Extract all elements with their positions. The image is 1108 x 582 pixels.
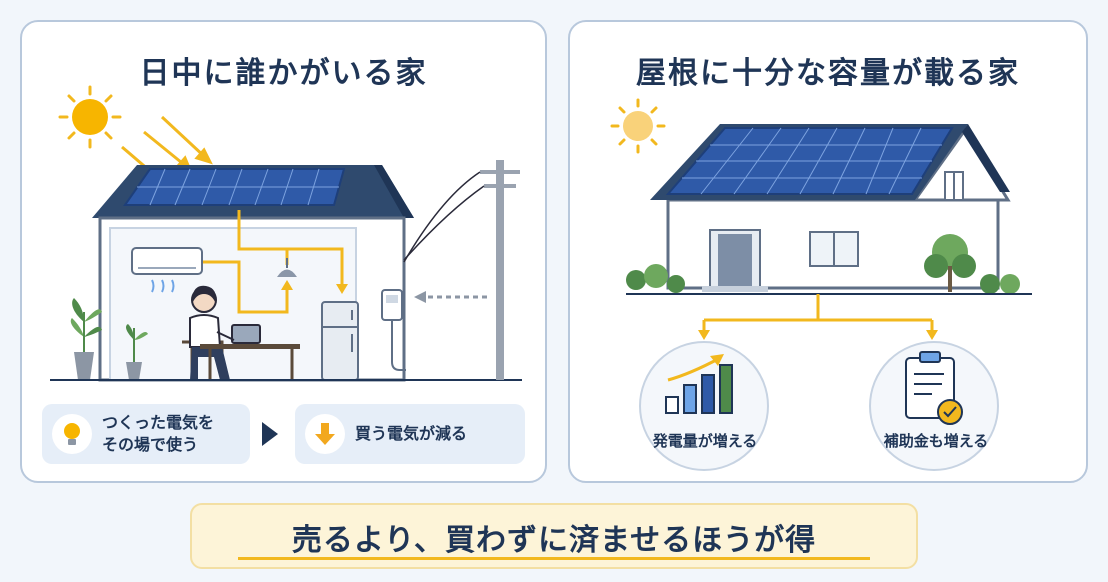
self-use-line2: その場で使う bbox=[102, 435, 199, 454]
self-use-chip: つくった電気を その場で使う bbox=[42, 404, 250, 464]
electric-meter-icon bbox=[381, 289, 406, 371]
sun-icon bbox=[610, 98, 666, 154]
clipboard-check-icon bbox=[905, 351, 963, 425]
solar-panel-icon bbox=[123, 168, 346, 206]
sun-icon bbox=[58, 85, 122, 149]
air-conditioner-icon bbox=[131, 247, 203, 293]
left-panel-title: 日中に誰かがいる家 bbox=[139, 56, 428, 91]
self-use-line1: つくった電気を bbox=[102, 413, 215, 432]
conclusion-banner: 売るより、買わずに済ませるほうが得 bbox=[190, 503, 918, 569]
table bbox=[200, 344, 300, 380]
down-arrow-icon bbox=[305, 414, 345, 454]
person-with-laptop-icon bbox=[182, 285, 261, 380]
plant-icon bbox=[126, 324, 148, 380]
conclusion-text: 売るより、買わずに済ませるほうが得 bbox=[291, 523, 817, 558]
subsidy-label: 補助金も増える bbox=[883, 432, 989, 450]
tree-icon bbox=[924, 234, 1020, 294]
generation-label: 発電量が増える bbox=[652, 432, 758, 450]
grid-import-arrow bbox=[414, 291, 487, 303]
utility-pole-icon bbox=[403, 160, 520, 380]
front-door bbox=[702, 229, 768, 292]
right-scene bbox=[610, 98, 1032, 471]
refrigerator-icon bbox=[321, 301, 359, 381]
right-panel: 屋根に十分な容量が載る家 bbox=[568, 20, 1088, 483]
plant-icon bbox=[70, 298, 102, 380]
window bbox=[809, 231, 859, 267]
solar-panel-icon bbox=[665, 127, 954, 195]
reduced-purchase-text: 買う電気が減る bbox=[355, 424, 468, 443]
self-use-text: つくった電気を その場で使う bbox=[102, 412, 214, 456]
plant-icon bbox=[626, 264, 685, 293]
conclusion-underline bbox=[238, 557, 870, 560]
bar-chart-icon bbox=[665, 354, 733, 414]
lightbulb-icon bbox=[52, 414, 92, 454]
split-arrow bbox=[702, 294, 934, 332]
reduced-purchase-chip: 買う電気が減る bbox=[295, 404, 525, 464]
right-panel-title: 屋根に十分な容量が載る家 bbox=[636, 56, 1020, 91]
ceiling-lamp-icon bbox=[277, 258, 297, 277]
left-scene bbox=[50, 85, 522, 382]
chip-arrow-icon bbox=[262, 422, 278, 446]
left-panel: 日中に誰かがいる家 bbox=[20, 20, 547, 483]
